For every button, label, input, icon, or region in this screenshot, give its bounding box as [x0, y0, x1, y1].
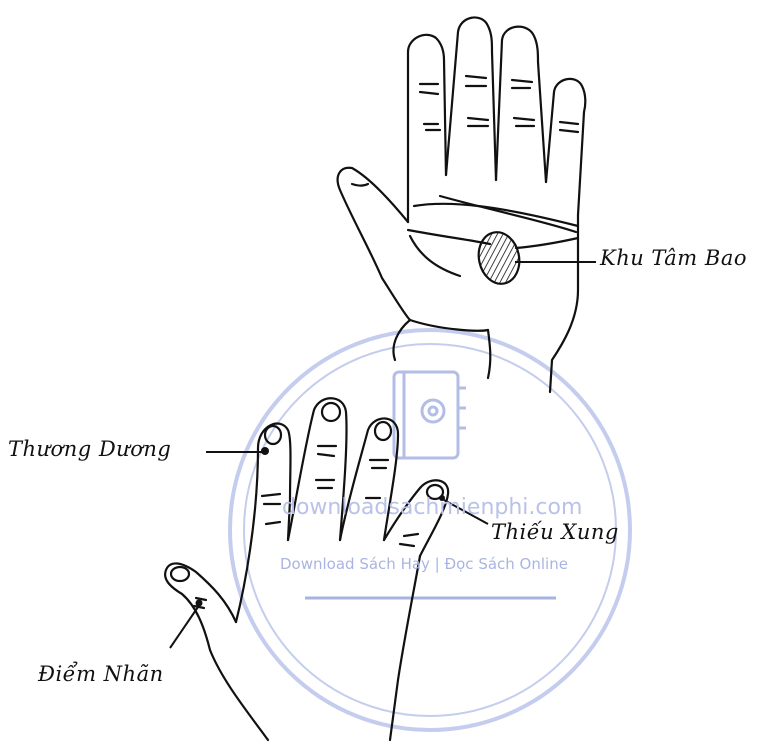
diem-nhan-point: [196, 600, 203, 607]
label-thuong-duong: Thương Dương: [8, 437, 171, 461]
thuong-duong-point: [261, 447, 269, 455]
diem-nhan-pointer: [170, 607, 198, 648]
watermark-tagline: Download Sách Hay | Đọc Sách Online: [280, 555, 568, 573]
khu-tam-bao-area: [474, 228, 524, 287]
label-thieu-xung: Thiếu Xung: [491, 520, 619, 544]
watermark-site: downloadsachmienphi.com: [282, 495, 582, 520]
label-khu-tam-bao: Khu Tâm Bao: [600, 246, 747, 270]
book-at-icon: [394, 372, 466, 458]
label-diem-nhan: Điểm Nhãn: [38, 662, 164, 686]
